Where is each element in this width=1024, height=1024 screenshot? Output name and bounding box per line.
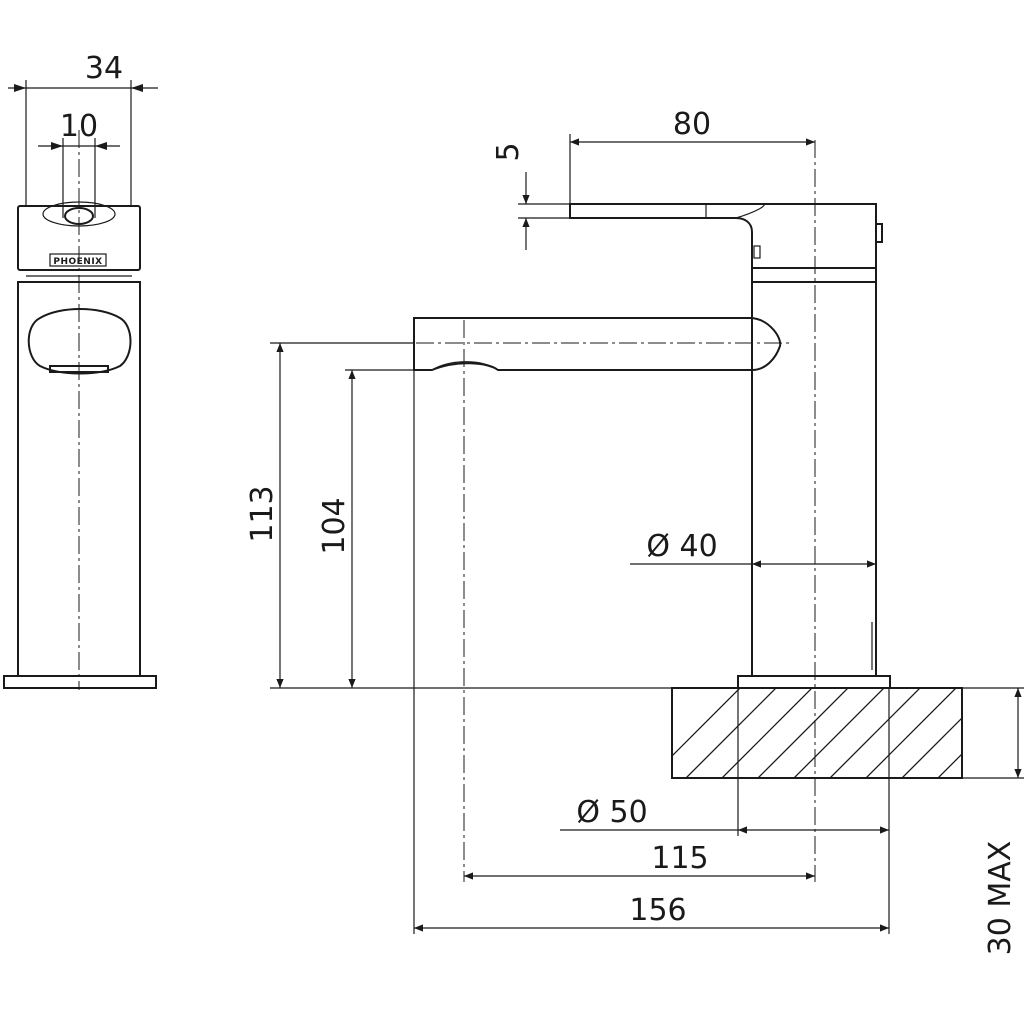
side-view: PHOENIX 34 10 [3, 51, 158, 690]
dim-label-115: 115 [651, 841, 708, 876]
dim-30-max: 30 MAX [983, 688, 1022, 956]
dim-label-34: 34 [85, 51, 123, 86]
bench-section [671, 687, 963, 779]
dim-label-5: 5 [491, 142, 526, 161]
dim-label-156: 156 [629, 893, 686, 928]
dim-label-104: 104 [317, 497, 352, 554]
dim-80: 80 [570, 107, 815, 146]
dim-104: 104 [317, 370, 356, 688]
dim-diameter-50: Ø 50 [560, 795, 889, 834]
tap-body [737, 267, 891, 689]
dim-label-10: 10 [60, 109, 98, 144]
dim-113: 113 [245, 343, 284, 688]
dim-156: 156 [414, 893, 889, 932]
dim-5: 5 [491, 142, 530, 250]
lever-handle [569, 203, 883, 269]
dim-label-diameter-50: Ø 50 [576, 795, 647, 830]
dim-115: 115 [464, 841, 815, 880]
logo-text: PHOENIX [53, 257, 102, 267]
dim-label-80: 80 [673, 107, 711, 142]
bench-hatching [672, 688, 962, 778]
dim-label-30-max: 30 MAX [983, 841, 1018, 956]
spout [413, 317, 782, 371]
logo-badge: PHOENIX [49, 253, 107, 267]
dim-label-diameter-40: Ø 40 [646, 529, 717, 564]
front-view [270, 134, 1024, 934]
side-view-body [3, 201, 157, 689]
dim-label-113: 113 [245, 485, 280, 542]
dim-diameter-40: Ø 40 [630, 529, 876, 568]
